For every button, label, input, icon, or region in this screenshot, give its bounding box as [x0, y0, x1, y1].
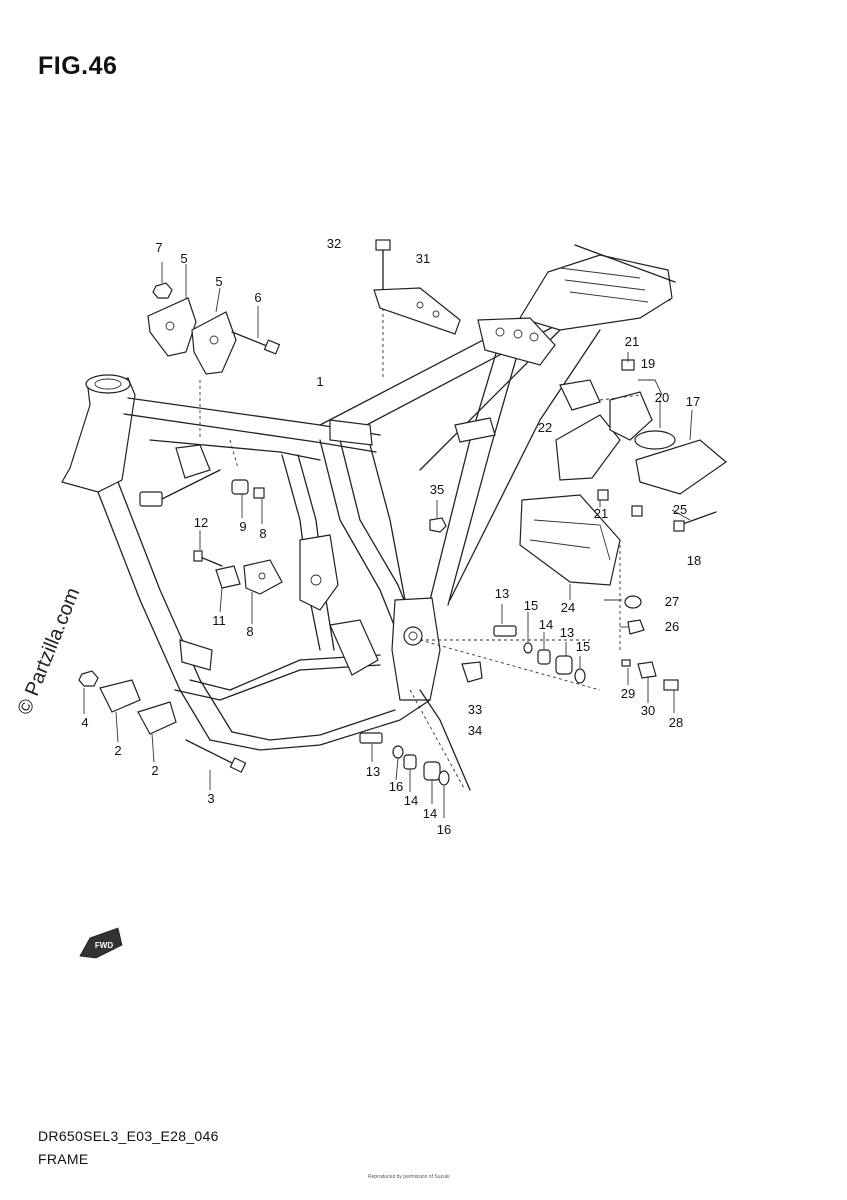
callout-25: 25 [673, 502, 687, 517]
rear-fender-parts [519, 359, 727, 691]
fwd-text: FWD [95, 941, 113, 950]
callout-16a: 15 [524, 598, 538, 613]
callout-10: 9 [239, 519, 246, 534]
callout-24: 24 [561, 600, 575, 615]
callout-16d: 16 [437, 822, 451, 837]
callout-27: 27 [665, 594, 679, 609]
callout-32: 32 [327, 236, 341, 251]
callout-3: 3 [207, 791, 214, 806]
forward-direction-badge: FWD [79, 927, 123, 959]
callout-19: 19 [641, 356, 655, 371]
callout-13b: 13 [366, 764, 380, 779]
callout-15a: 14 [539, 617, 553, 632]
callout-26: 26 [665, 619, 679, 634]
callout-30: 30 [641, 703, 655, 718]
callout-15b: 14 [404, 793, 418, 808]
callout-6: 6 [254, 290, 261, 305]
callout-20: 20 [655, 390, 669, 405]
callout-labels: 7 5 5 6 32 31 1 21 19 20 17 22 35 21 25 … [81, 236, 701, 837]
callout-12: 12 [194, 515, 208, 530]
callout-2a: 2 [114, 743, 121, 758]
engine-mount-brackets [78, 239, 586, 786]
callout-22: 22 [538, 420, 552, 435]
model-code: DR650SEL3_E03_E28_046 [38, 1128, 219, 1144]
leader-lines [83, 262, 693, 818]
figure-title: FIG.46 [38, 52, 118, 80]
callout-7: 7 [155, 240, 162, 255]
main-frame-drawing [61, 244, 676, 791]
callout-2b: 2 [151, 763, 158, 778]
callout-13a: 13 [495, 586, 509, 601]
callout-14b: 14 [423, 806, 437, 821]
callout-33: 33 [468, 702, 482, 717]
callout-29: 29 [621, 686, 635, 701]
callout-23: 21 [625, 334, 639, 349]
callout-5b: 5 [215, 274, 222, 289]
callout-31: 31 [416, 251, 430, 266]
callout-18: 18 [687, 553, 701, 568]
callout-16b: 15 [576, 639, 590, 654]
callout-5a: 5 [180, 251, 187, 266]
callout-11: 11 [212, 613, 226, 628]
callout-8: 8 [246, 624, 253, 639]
callout-16c: 16 [389, 779, 403, 794]
fine-print: Reproduced by permission of Suzuki [368, 1174, 450, 1180]
callout-1: 1 [316, 374, 323, 389]
callout-34: 34 [468, 723, 482, 738]
callout-35: 35 [430, 482, 444, 497]
callout-17: 17 [686, 394, 700, 409]
callout-28: 28 [669, 715, 683, 730]
section-name: FRAME [38, 1151, 89, 1167]
callout-4: 4 [81, 715, 88, 730]
callout-9: 8 [259, 526, 266, 541]
callout-21: 21 [594, 506, 608, 521]
callout-14a: 13 [560, 625, 574, 640]
